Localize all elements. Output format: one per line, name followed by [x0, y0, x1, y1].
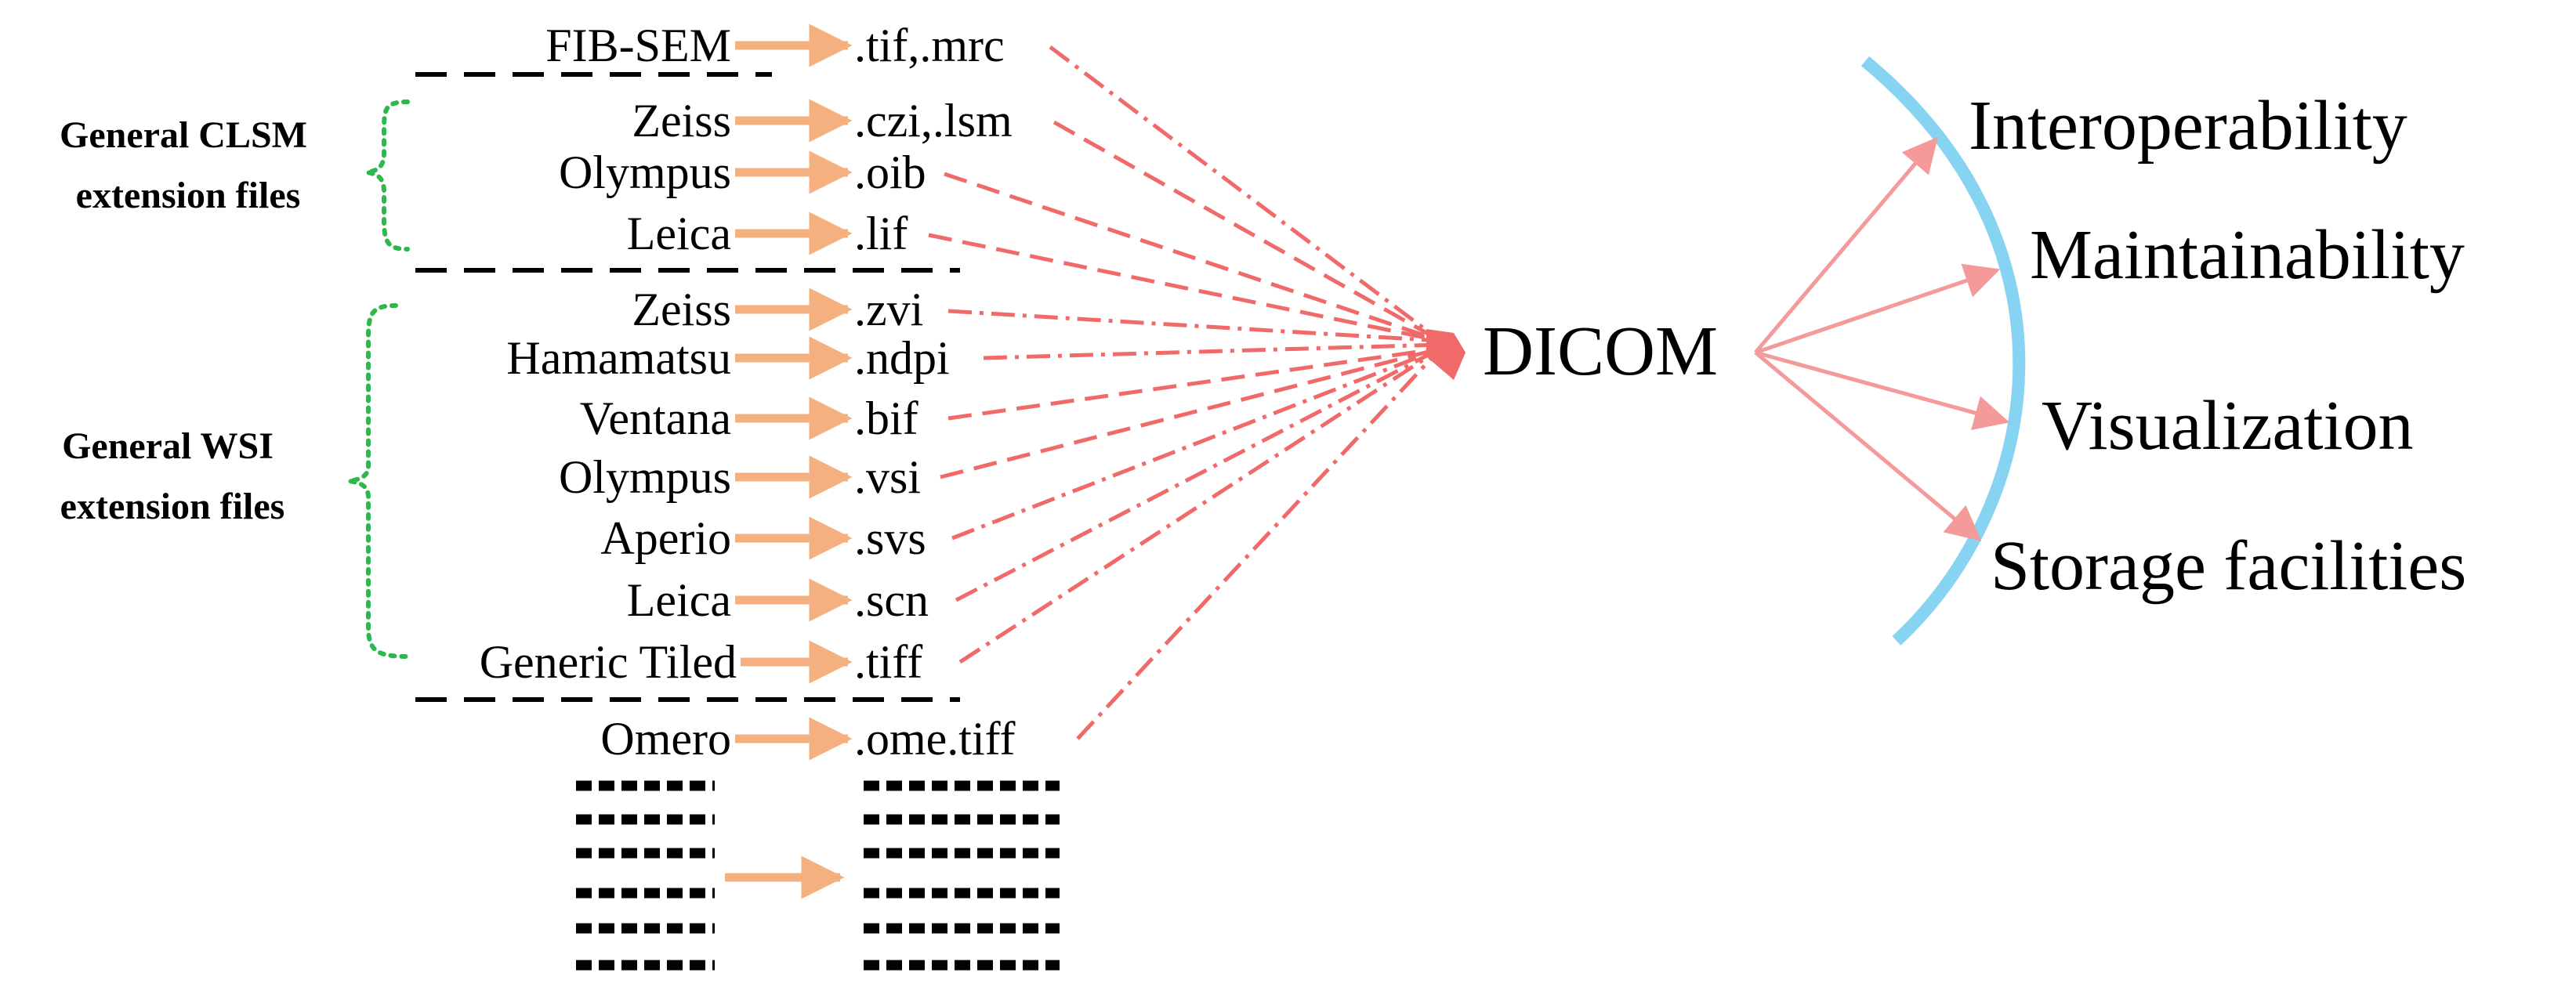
clsm-group-label-line2: extension files	[76, 175, 301, 216]
format-row: Leica .lif	[627, 208, 1441, 343]
format-row: Aperio .svs	[600, 346, 1441, 564]
source-label: Olympus	[559, 146, 731, 198]
dicom-link	[983, 342, 1441, 360]
benefit-labels: Interoperability Maintainability Visuali…	[1969, 87, 2466, 605]
benefit-arrow	[1755, 350, 2010, 430]
more-formats-ellipsis	[576, 780, 1060, 971]
benefit-interoperability: Interoperability	[1969, 87, 2408, 165]
extension-label: .tif,.mrc	[854, 20, 1005, 71]
source-label: FIB-SEM	[545, 20, 731, 71]
format-rows: FIB-SEM .tif,.mrc Zeiss .czi,.lsm Olympu…	[480, 20, 1442, 765]
dicom-link	[955, 346, 1442, 602]
extension-label: .scn	[854, 574, 929, 626]
benefits-arc	[1860, 56, 2026, 646]
source-label: Generic Tiled	[480, 636, 737, 688]
extension-label: .zvi	[854, 284, 923, 335]
format-row: Zeiss .zvi	[632, 284, 1441, 343]
dicom-link	[928, 233, 1441, 343]
format-row: Leica .scn	[627, 346, 1442, 626]
dicom-link	[1076, 347, 1442, 740]
dicom-link	[958, 346, 1442, 664]
wsi-group-label-line1: General WSI	[62, 425, 274, 467]
extension-label: .ndpi	[854, 332, 950, 384]
benefit-arrow	[1754, 351, 1982, 541]
dicom-link	[944, 172, 1441, 343]
extension-label: .bif	[854, 392, 918, 444]
benefit-storage-facilities: Storage facilities	[1991, 527, 2466, 605]
wsi-group-label-line2: extension files	[60, 486, 285, 527]
format-row: Ventana .bif	[580, 346, 1441, 444]
format-row: FIB-SEM .tif,.mrc	[545, 20, 1442, 342]
extension-label: .lif	[854, 208, 908, 259]
source-label: Zeiss	[632, 284, 731, 335]
source-label: Olympus	[559, 451, 731, 503]
wsi-brace	[348, 303, 410, 659]
extension-label: .svs	[854, 512, 926, 564]
source-label: Leica	[627, 208, 731, 259]
source-label: Hamamatsu	[506, 332, 731, 384]
benefit-maintainability: Maintainability	[2030, 216, 2465, 294]
dicom-link	[1053, 120, 1442, 343]
format-row: Omero .ome.tiff	[600, 347, 1442, 765]
format-row: Generic Tiled .tiff	[480, 346, 1442, 688]
extension-label: .tiff	[854, 636, 922, 688]
dicom-link	[947, 346, 1441, 421]
clsm-group-label-line1: General CLSM	[60, 114, 307, 156]
source-label: Omero	[600, 713, 731, 765]
group-braces	[348, 99, 410, 659]
extension-label: .czi,.lsm	[854, 95, 1013, 146]
wsi-group-label: General WSI extension files	[60, 425, 285, 527]
benefit-arrows	[1754, 136, 2010, 541]
source-label: Zeiss	[632, 95, 731, 146]
group-separators	[415, 72, 960, 702]
format-row: Hamamatsu .ndpi	[506, 332, 1441, 384]
dicom-link	[1049, 45, 1442, 342]
format-row: Olympus .vsi	[559, 346, 1441, 503]
benefit-arrow	[1754, 136, 1938, 354]
group-labels: General CLSM extension files General WSI…	[60, 114, 317, 527]
format-row: Zeiss .czi,.lsm	[632, 95, 1442, 343]
source-label: Leica	[627, 574, 731, 626]
source-label: Ventana	[580, 392, 731, 444]
format-row: Olympus .oib	[559, 146, 1441, 343]
dicom-label: DICOM	[1483, 313, 1718, 390]
dicom-link	[940, 346, 1441, 479]
dicom-link	[951, 346, 1441, 541]
benefit-visualization: Visualization	[2042, 387, 2413, 465]
dicom-link	[947, 309, 1441, 343]
clsm-brace	[366, 99, 410, 251]
source-label: Aperio	[600, 512, 731, 564]
dicom-convergence-head	[1426, 329, 1466, 380]
clsm-group-label: General CLSM extension files	[60, 114, 317, 216]
extension-label: .vsi	[854, 451, 921, 503]
extension-label: .oib	[854, 146, 926, 198]
extension-label: .ome.tiff	[854, 713, 1016, 765]
benefit-arrow	[1755, 263, 2001, 355]
